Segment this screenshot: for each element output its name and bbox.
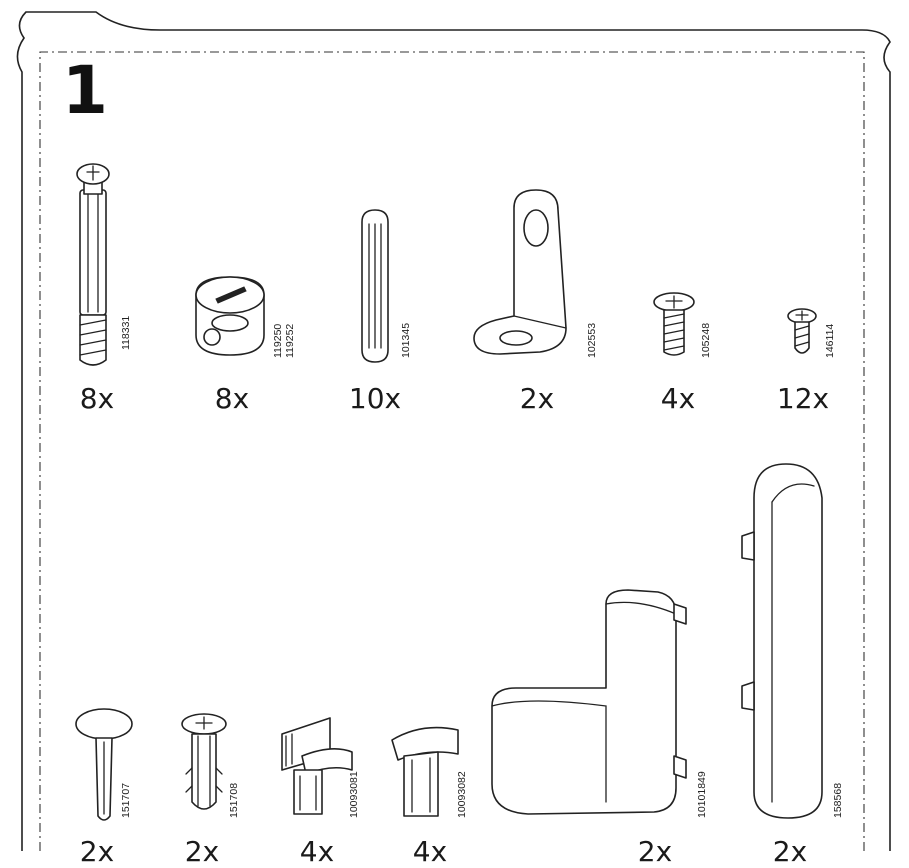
push-pin-icon [72,708,142,828]
part-code-corner-handle: 10101849 [696,771,708,818]
small-screw-icon [786,308,826,363]
step-number: 1 [62,52,108,129]
qty-angle-bracket: 2x [519,382,555,415]
qty-bar-handle: 2x [772,835,808,868]
shelf-support-icon [388,716,468,822]
cam-lock-icon [190,275,270,365]
qty-dowel: 10x [348,382,402,415]
part-code-shelf-support: 10093082 [456,771,468,818]
short-screw-icon [652,292,702,362]
qty-wall-plug: 2x [184,835,220,868]
wall-plug-icon [176,712,236,824]
wooden-dowel-icon [358,208,398,368]
qty-cam-bolt: 8x [79,382,115,415]
corner-handle-icon [488,588,698,818]
qty-small-screw: 12x [776,382,830,415]
qty-shelf-clip: 4x [299,835,335,868]
cam-bolt-icon [70,160,120,370]
qty-cam-lock: 8x [214,382,250,415]
bar-handle-icon [738,462,828,822]
qty-push-pin: 2x [79,835,115,868]
part-code-small-screw: 146114 [824,323,836,358]
part-code-bar-handle: 158568 [832,782,844,818]
qty-corner-handle: 2x [637,835,673,868]
part-code-cam-bolt: 118331 [120,315,132,350]
qty-short-screw: 4x [660,382,696,415]
angle-bracket-icon [470,188,580,368]
shelf-clip-icon [272,712,362,822]
part-code-wall-plug: 151708 [228,782,240,818]
part-code-push-pin: 151707 [120,782,132,818]
part-code-angle-bracket: 102553 [586,322,598,358]
part-code-short-screw: 105248 [700,322,712,358]
part-code-shelf-clip: 10093081 [348,771,360,818]
part-code-dowel: 101345 [400,322,412,358]
qty-shelf-support: 4x [412,835,448,868]
